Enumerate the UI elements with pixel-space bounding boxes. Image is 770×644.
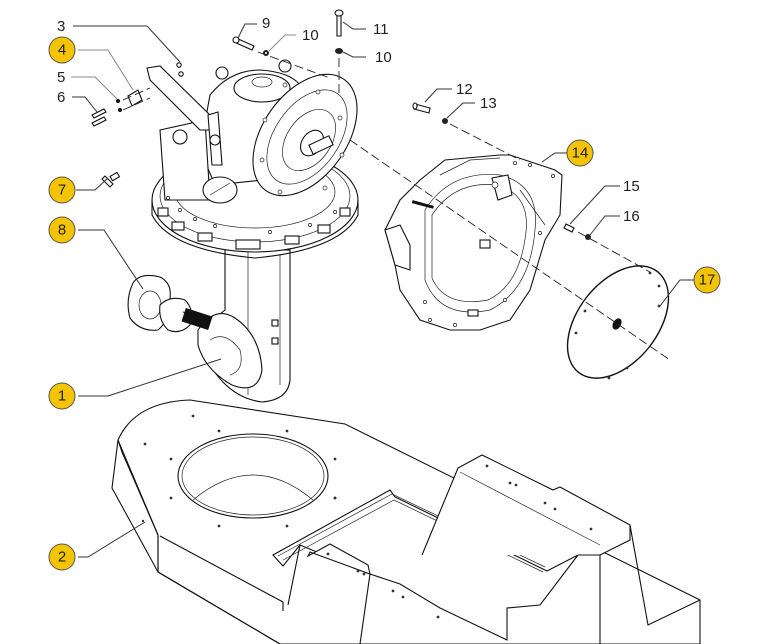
callout-12: 12 (456, 81, 473, 98)
callout-4: 4 (48, 36, 76, 64)
nut-3b (178, 71, 184, 77)
callout-10a: 10 (302, 27, 319, 44)
callout-15: 15 (623, 178, 640, 195)
hardware (91, 9, 591, 240)
callout-10b: 10 (375, 49, 392, 66)
bracket-block-4 (127, 89, 143, 107)
callout-6: 6 (57, 89, 65, 106)
drive-leg (197, 249, 291, 403)
coupling (127, 274, 213, 333)
callout-16: 16 (623, 208, 640, 225)
svg-text:8: 8 (58, 222, 66, 239)
callouts: 3 5 6 9 10 11 10 12 13 15 16 4 7 8 1 2 (48, 15, 721, 571)
callout-1: 1 (48, 382, 76, 410)
bolt-15 (563, 223, 575, 233)
svg-text:7: 7 (58, 182, 66, 199)
base-frame (111, 399, 701, 644)
gearbox (146, 59, 359, 259)
bell-housing-holes (423, 161, 555, 327)
svg-text:2: 2 (58, 549, 66, 566)
flex-plate (566, 265, 670, 380)
nut-3a (176, 62, 182, 68)
screw-6b (91, 116, 107, 127)
washer-5b (118, 108, 122, 112)
leader-lines (71, 21, 694, 558)
bolt-7 (101, 175, 114, 188)
ring-lugs (157, 207, 351, 250)
callout-17: 17 (693, 266, 721, 294)
callout-3: 3 (57, 18, 65, 35)
callout-13: 13 (480, 95, 497, 112)
flex-plate-holes (574, 271, 661, 380)
callout-2: 2 (48, 543, 76, 571)
washer-10b (335, 48, 343, 54)
callout-11: 11 (373, 21, 389, 38)
callout-8: 8 (48, 216, 76, 244)
bell-housing (384, 154, 563, 331)
gear-ring-holes (166, 196, 337, 234)
flange-bolt-holes (259, 82, 345, 195)
base-frame-holes (141, 414, 593, 619)
svg-text:17: 17 (699, 272, 716, 289)
washer-5a (116, 99, 120, 103)
callout-14: 14 (566, 139, 594, 167)
bolt-11 (336, 15, 342, 37)
screw-6a (91, 108, 107, 119)
callout-5: 5 (57, 69, 65, 86)
callout-9: 9 (262, 15, 270, 32)
washer-13 (442, 118, 448, 124)
svg-text:1: 1 (58, 388, 66, 405)
svg-text:14: 14 (572, 145, 589, 162)
assembly-axes (122, 51, 671, 361)
svg-text:4: 4 (58, 42, 66, 59)
callout-7: 7 (48, 176, 76, 204)
